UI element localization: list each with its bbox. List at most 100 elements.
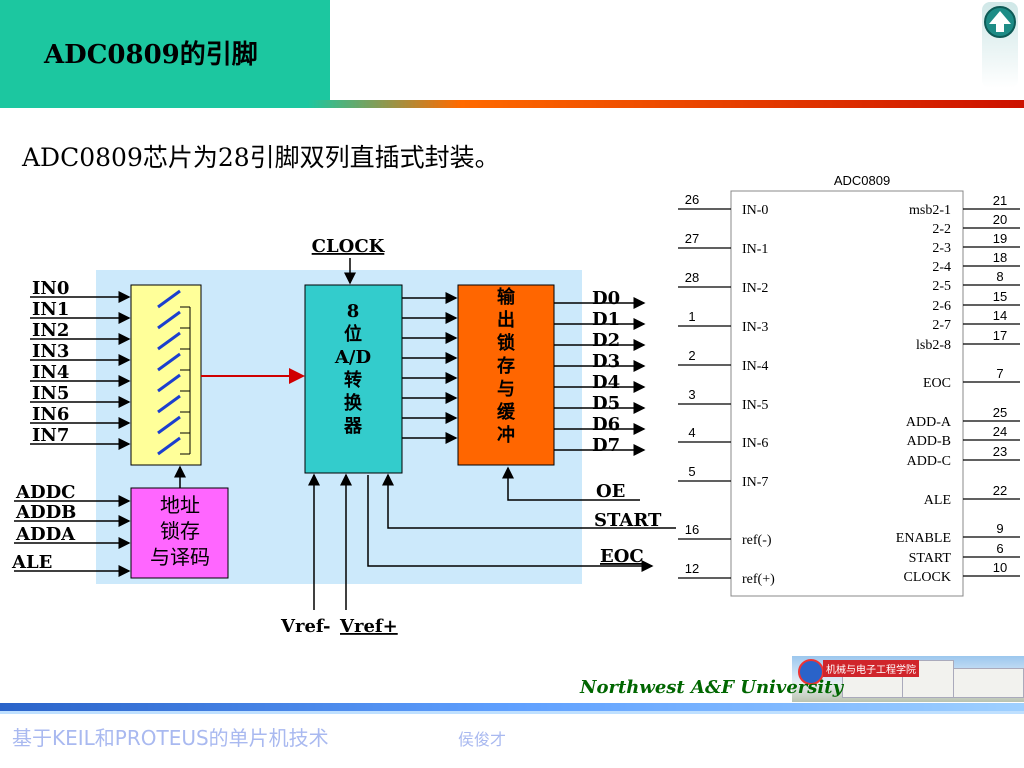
chip-left-pin-number: 27 xyxy=(685,231,699,246)
switch-mark xyxy=(157,289,181,309)
output-label: D5 xyxy=(592,393,620,414)
chip-right-pin-number: 7 xyxy=(996,366,1003,381)
output-label: D6 xyxy=(592,414,620,435)
chip-right-pin-number: 25 xyxy=(993,405,1007,420)
adc-box-text: 换 xyxy=(344,392,363,414)
chip-left-pin-number: 3 xyxy=(688,387,695,402)
chip-left-pin-name: IN-0 xyxy=(742,203,768,218)
vref-plus-label: Vref+ xyxy=(339,616,398,637)
switch-mark xyxy=(157,394,181,414)
course-title: 基于KEIL和PROTEUS的单片机技术 xyxy=(12,726,329,750)
chip-right-pin-name: ENABLE xyxy=(896,531,951,546)
input-label: IN3 xyxy=(32,341,69,362)
chip-left-pin-number: 28 xyxy=(685,270,699,285)
chip-left-pin-name: IN-6 xyxy=(742,436,768,451)
address-input-label: ALE xyxy=(11,552,52,573)
input-label: IN6 xyxy=(32,404,69,425)
latch-box-text: 与 xyxy=(497,379,515,400)
chip-right-pin-name: 2-2 xyxy=(932,222,951,237)
chip-left-pin-number: 26 xyxy=(685,192,699,207)
chip-right-pin-name: 2-3 xyxy=(932,241,951,256)
chip-left-pin-name: ref(-) xyxy=(742,533,772,548)
chip-left-pin-number: 1 xyxy=(688,309,695,324)
title-bar xyxy=(0,0,330,100)
chip-name: ADC0809 xyxy=(834,173,890,188)
chip-right-pin-name: 2-6 xyxy=(932,299,951,314)
chip-right-pin-name: msb2-1 xyxy=(909,203,951,218)
chip-right-pin-number: 22 xyxy=(993,483,1007,498)
chip-right-pin-number: 10 xyxy=(993,560,1007,575)
home-button[interactable] xyxy=(982,2,1018,88)
clock-label: CLOCK xyxy=(312,236,386,257)
output-label: D4 xyxy=(592,372,620,393)
chip-right-pin-name: lsb2-8 xyxy=(916,338,951,353)
chip-right-pin-number: 20 xyxy=(993,212,1007,227)
address-input-label: ADDC xyxy=(15,482,76,503)
chip-right-pin-name: 2-7 xyxy=(932,318,951,333)
adc-converter-box xyxy=(304,284,403,474)
chip-right-pin-number: 23 xyxy=(993,444,1007,459)
chip-right-pin-number: 21 xyxy=(993,193,1007,208)
chip-left-pin-number: 5 xyxy=(688,464,695,479)
chip-right-pin-number: 19 xyxy=(993,231,1007,246)
switch-mark xyxy=(157,331,181,351)
chip-left-pin-name: IN-5 xyxy=(742,398,768,413)
switch-mark xyxy=(157,415,181,435)
input-label: IN7 xyxy=(32,425,69,446)
address-box-text: 锁存 xyxy=(160,519,200,543)
latch-box-text: 存 xyxy=(497,355,515,377)
address-box-text: 与译码 xyxy=(150,545,210,569)
output-label: D2 xyxy=(592,330,620,351)
latch-box-text: 冲 xyxy=(497,424,515,446)
output-latch-box xyxy=(457,284,555,466)
chip-right-pin-number: 6 xyxy=(996,541,1003,556)
chip-right-pin-name: ALE xyxy=(924,493,951,508)
chip-left-pin-name: IN-7 xyxy=(742,475,768,490)
footer-line xyxy=(0,711,1024,714)
chip-right-pin-number: 17 xyxy=(993,328,1007,343)
chip-left-pin-name: IN-3 xyxy=(742,320,768,335)
footer-band xyxy=(0,703,1024,711)
chip-left-pin-number: 12 xyxy=(685,561,699,576)
address-box-text: 地址 xyxy=(160,493,200,517)
chip-right-pin-name: EOC xyxy=(923,376,951,391)
multiplexer-box xyxy=(130,284,202,466)
address-latch-box xyxy=(130,487,229,579)
eoc-label: EOC xyxy=(600,546,644,567)
chip-right-pin-name: 2-4 xyxy=(932,260,951,275)
oe-label: OE xyxy=(596,481,625,502)
campus-caption: 机械与电子工程学院 xyxy=(823,660,919,677)
chip-body xyxy=(730,190,964,597)
chip-right-pin-number: 9 xyxy=(996,521,1003,536)
university-name: Northwest A&F University xyxy=(580,677,844,698)
address-input-label: ADDA xyxy=(15,524,76,545)
chip-left-pin-name: IN-2 xyxy=(742,281,768,296)
chip-right-pin-number: 14 xyxy=(993,308,1007,323)
chip-left-pin-name: IN-4 xyxy=(742,359,768,374)
switch-mark xyxy=(157,352,181,372)
input-label: IN2 xyxy=(32,320,69,341)
switch-mark xyxy=(157,436,181,456)
adc-box-text: 器 xyxy=(343,416,363,437)
chip-right-pin-number: 18 xyxy=(993,250,1007,265)
chip-left-pin-number: 2 xyxy=(688,348,695,363)
chip-right-pin-name: ADD-A xyxy=(906,415,952,430)
header-stripe xyxy=(0,100,1024,108)
chip-left-pin-number: 16 xyxy=(685,522,699,537)
latch-box-text: 输 xyxy=(497,286,516,308)
input-label: IN1 xyxy=(32,299,69,320)
chip-right-pin-name: CLOCK xyxy=(904,570,951,585)
latch-box-text: 出 xyxy=(497,309,515,331)
start-line xyxy=(382,473,676,529)
subtitle: ADC0809芯片为28引脚双列直插式封装。 xyxy=(22,143,500,172)
chip-right-pin-name: ADD-B xyxy=(907,434,951,449)
chip-right-pin-number: 15 xyxy=(993,289,1007,304)
input-label: IN5 xyxy=(32,383,69,404)
oe-line xyxy=(502,466,640,501)
output-label: D3 xyxy=(592,351,620,372)
adc-box-text: A/D xyxy=(334,347,371,368)
chip-left-pin-name: ref(+) xyxy=(742,572,775,587)
input-label: IN0 xyxy=(32,278,69,299)
chip-right-pin-name: ADD-C xyxy=(907,454,951,469)
eoc-line xyxy=(367,475,654,572)
